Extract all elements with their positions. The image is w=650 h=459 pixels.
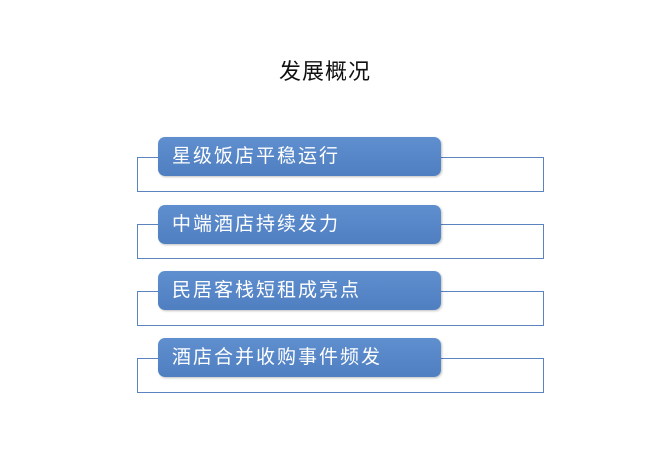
page-title: 发展概况 (278, 60, 371, 85)
item-label-3: 民居客栈短租成亮点 (158, 271, 441, 310)
item-label-4: 酒店合并收购事件频发 (158, 338, 441, 377)
item-label-2: 中端酒店持续发力 (158, 205, 441, 244)
item-label-1: 星级饭店平稳运行 (158, 137, 441, 176)
